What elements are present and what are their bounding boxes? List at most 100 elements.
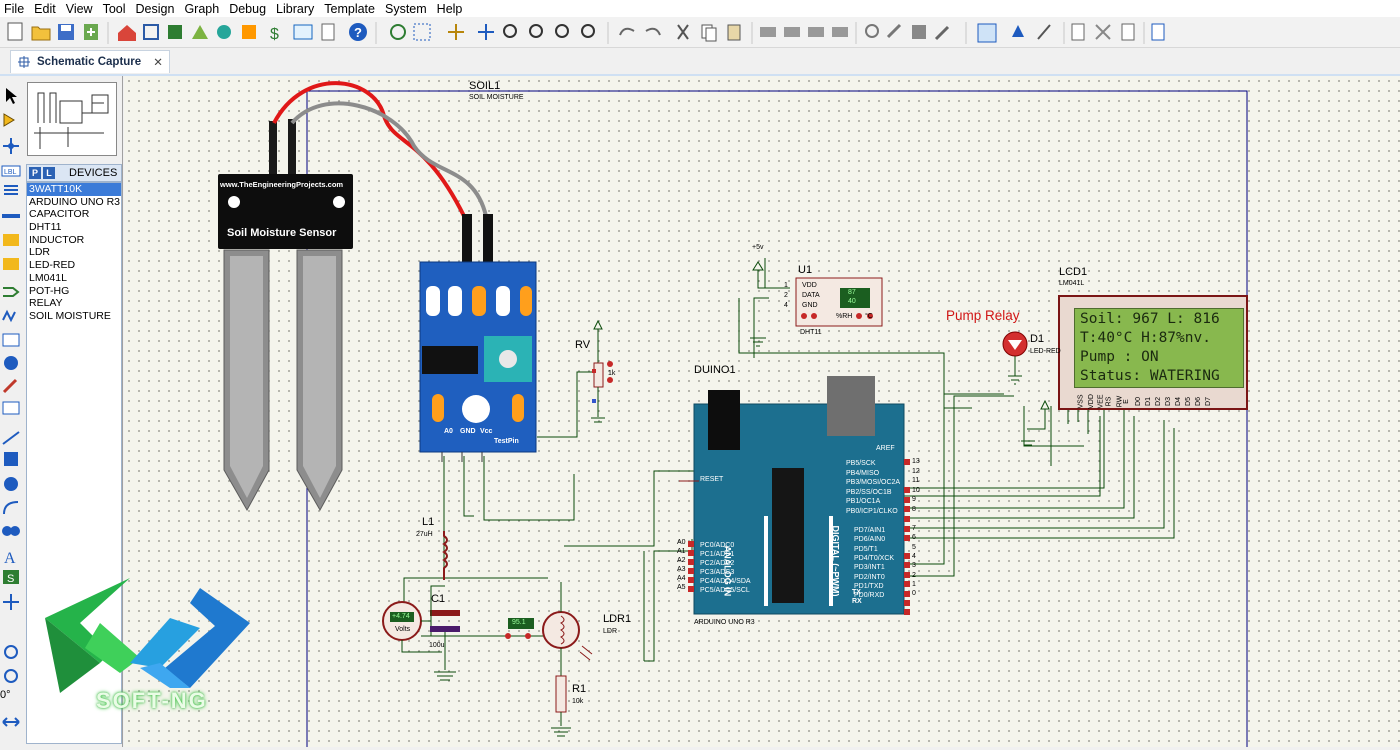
- mirror-icon[interactable]: [2, 717, 20, 727]
- inductor-l1[interactable]: [442, 531, 448, 580]
- device-list-item[interactable]: RELAY: [29, 297, 63, 310]
- netlist-icon[interactable]: [1151, 23, 1165, 41]
- schematic-canvas[interactable]: SOIL1 SOIL MOISTURE www.TheEngineeringPr…: [124, 76, 1400, 747]
- new-sheet-icon[interactable]: [1071, 23, 1085, 41]
- device-list-item[interactable]: POT-HG: [29, 284, 70, 297]
- pcb-icon[interactable]: [168, 25, 182, 39]
- arduino-board[interactable]: [679, 376, 910, 615]
- make-device-icon[interactable]: [886, 23, 902, 39]
- device-list-item[interactable]: 3WATT10K: [27, 183, 121, 196]
- import-icon[interactable]: [84, 24, 98, 40]
- pick-devices-button[interactable]: P: [29, 167, 41, 179]
- origin-icon[interactable]: [448, 24, 464, 40]
- marker-icon[interactable]: [3, 594, 19, 610]
- menu-view[interactable]: View: [65, 1, 93, 16]
- dht11-sensor[interactable]: [795, 277, 883, 327]
- arc-icon[interactable]: [3, 501, 19, 515]
- grid-icon[interactable]: [413, 23, 431, 41]
- moisture-sensor-module[interactable]: [419, 214, 537, 462]
- ldr-sensor[interactable]: [505, 582, 593, 661]
- gerber-icon[interactable]: [217, 25, 231, 39]
- block-delete-icon[interactable]: [832, 27, 848, 37]
- device-list-item[interactable]: SOIL MOISTURE: [29, 309, 111, 322]
- search-tag-icon[interactable]: [1012, 25, 1024, 37]
- block-rotate-icon[interactable]: [808, 27, 824, 37]
- design-explorer-icon[interactable]: [242, 25, 256, 39]
- pan-icon[interactable]: [478, 24, 494, 40]
- device-list-item[interactable]: DHT11: [29, 221, 62, 234]
- device-pin-icon[interactable]: [3, 287, 20, 297]
- vcc-terminal[interactable]: [752, 261, 790, 289]
- paste-icon[interactable]: [727, 24, 741, 41]
- menu-tool[interactable]: Tool: [102, 1, 126, 16]
- symbol-icon[interactable]: S: [3, 570, 19, 585]
- menu-library[interactable]: Library: [276, 1, 315, 16]
- wire-label-icon[interactable]: LBL: [1, 165, 21, 177]
- text-icon[interactable]: A: [4, 550, 16, 567]
- open-folder-icon[interactable]: [31, 26, 51, 41]
- menu-graph[interactable]: Graph: [184, 1, 220, 16]
- save-icon[interactable]: [58, 24, 74, 40]
- line-icon[interactable]: [2, 431, 20, 445]
- schematic-icon[interactable]: [143, 24, 159, 40]
- text-script-icon[interactable]: [4, 185, 18, 195]
- circle-icon[interactable]: [4, 477, 18, 491]
- pick-device-icon[interactable]: [865, 24, 879, 38]
- voltmeter[interactable]: [382, 585, 445, 653]
- menu-file[interactable]: File: [4, 1, 25, 16]
- cut-icon[interactable]: [677, 24, 689, 40]
- decompose-icon[interactable]: [934, 25, 950, 41]
- zoom-in-icon[interactable]: [503, 24, 517, 38]
- undo-icon[interactable]: [619, 27, 635, 36]
- box-icon[interactable]: [4, 452, 18, 466]
- path-icon[interactable]: [2, 526, 20, 536]
- help-icon[interactable]: ?: [349, 23, 367, 41]
- probe-icon[interactable]: [2, 378, 18, 394]
- property-assignment-icon[interactable]: [1037, 24, 1051, 40]
- exit-parent-icon[interactable]: [1121, 23, 1135, 41]
- wire-autorouter-icon[interactable]: [977, 23, 997, 43]
- component-preview[interactable]: [27, 82, 117, 156]
- bom-icon[interactable]: $: [270, 26, 279, 43]
- device-list-item[interactable]: ARDUINO UNO R3: [29, 195, 121, 208]
- terminal-icon[interactable]: [3, 258, 19, 270]
- menu-edit[interactable]: Edit: [34, 1, 56, 16]
- menu-debug[interactable]: Debug: [229, 1, 267, 16]
- generator-icon[interactable]: [4, 356, 18, 370]
- graph-icon[interactable]: [2, 309, 16, 323]
- home-icon[interactable]: [118, 25, 136, 41]
- block-move-icon[interactable]: [784, 27, 800, 37]
- remove-sheet-icon[interactable]: [1095, 24, 1111, 40]
- redo-icon[interactable]: [645, 27, 661, 36]
- menu-design[interactable]: Design: [135, 1, 175, 16]
- close-icon[interactable]: ✕: [153, 57, 163, 69]
- copy-icon[interactable]: [701, 24, 717, 42]
- rotate-ccw-icon[interactable]: [4, 669, 18, 683]
- block-copy-icon[interactable]: [760, 27, 776, 37]
- resistor-r1[interactable]: [551, 648, 571, 737]
- tape-recorder-icon[interactable]: [2, 333, 20, 347]
- notes-icon[interactable]: [293, 24, 313, 40]
- libraries-button[interactable]: L: [43, 167, 55, 179]
- menu-system[interactable]: System: [384, 1, 427, 16]
- zoom-all-icon[interactable]: [555, 24, 569, 38]
- device-list-item[interactable]: LED-RED: [29, 259, 76, 272]
- soil-moisture-probe[interactable]: [218, 81, 488, 512]
- 3d-icon[interactable]: [192, 25, 208, 39]
- device-list-item[interactable]: INDUCTOR: [29, 233, 85, 246]
- new-file-icon[interactable]: [7, 22, 23, 41]
- capacitor-c1[interactable]: [430, 610, 460, 681]
- rotate-cw-icon[interactable]: [4, 645, 18, 659]
- selection-mode-icon[interactable]: [6, 88, 17, 104]
- menu-help[interactable]: Help: [436, 1, 463, 16]
- device-list-item[interactable]: LDR: [29, 246, 51, 259]
- refresh-icon[interactable]: [390, 24, 406, 40]
- device-list-item[interactable]: CAPACITOR: [29, 208, 90, 221]
- component-mode-icon[interactable]: [3, 113, 15, 127]
- pump-relay-led[interactable]: [1002, 331, 1050, 446]
- zoom-area-icon[interactable]: [581, 24, 595, 38]
- zoom-out-icon[interactable]: [529, 24, 543, 38]
- subcircuit-icon[interactable]: [3, 234, 19, 246]
- menu-template[interactable]: Template: [324, 1, 375, 16]
- packaging-icon[interactable]: [912, 25, 926, 39]
